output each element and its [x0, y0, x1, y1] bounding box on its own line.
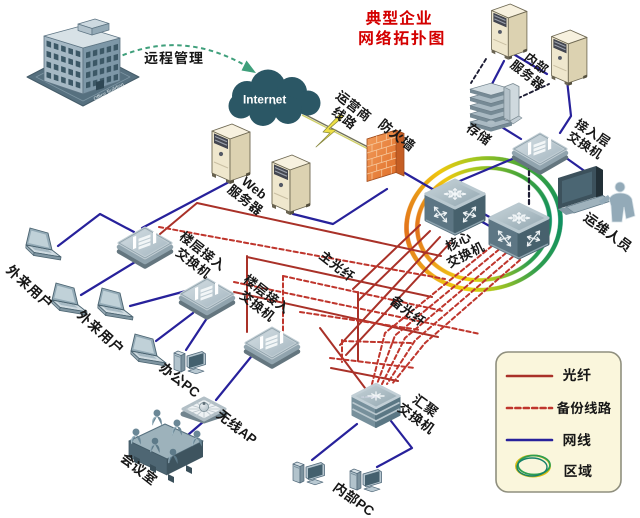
svg-text:Internet: Internet	[243, 93, 286, 107]
svg-text:PC: PC	[353, 496, 377, 518]
svg-text:41-00-5E4B: 41-00-5E4B	[361, 395, 377, 399]
